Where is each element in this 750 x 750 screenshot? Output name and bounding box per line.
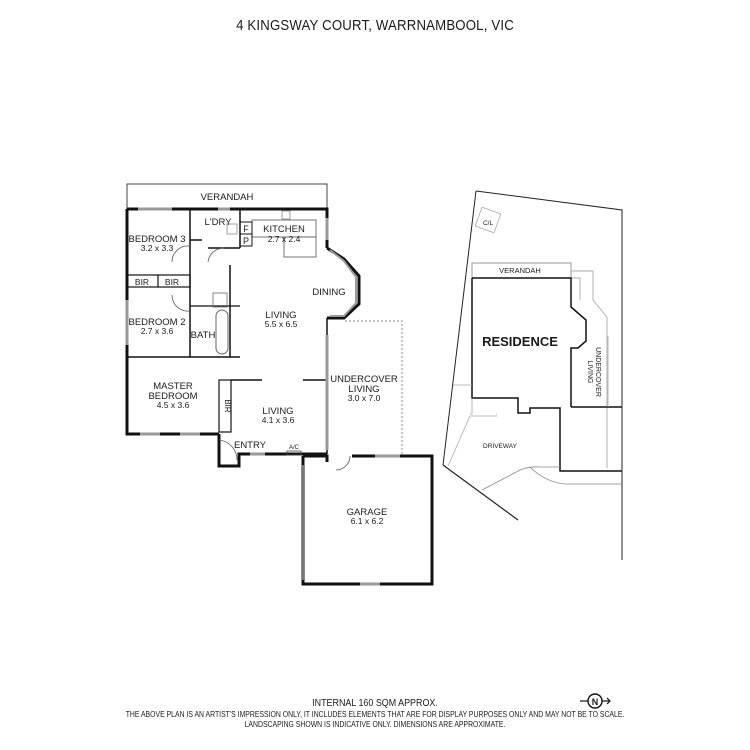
- room-size-undercover: 3.0 x 7.0: [348, 393, 381, 403]
- disclaimer: THE ABOVE PLAN IS AN ARTIST'S IMPRESSION…: [75, 709, 675, 729]
- room-label-living-2: LIVING: [262, 406, 293, 417]
- north-arrow-icon: N: [580, 693, 611, 709]
- room-label-master-2: BEDROOM: [148, 391, 197, 402]
- room-label-master: MASTER: [153, 381, 193, 392]
- site-plan: [442, 190, 623, 560]
- floor-plan: [125, 183, 434, 586]
- room-label-entry: ENTRY: [234, 440, 267, 451]
- room-label-bath: BATH: [191, 330, 216, 341]
- room-label-verandah: VERANDAH: [201, 192, 254, 203]
- room-label-undercover: UNDERCOVER: [330, 374, 398, 385]
- room-label-bedroom3: BEDROOM 3: [128, 234, 185, 245]
- label-clothesline: C/L: [483, 220, 494, 227]
- room-label-kitchen: KITCHEN: [263, 224, 305, 235]
- room-label-bedroom2: BEDROOM 2: [128, 317, 185, 328]
- site-label-verandah: VERANDAH: [499, 266, 541, 275]
- room-size-living-main: 5.5 x 6.5: [265, 319, 298, 329]
- room-label-dining: DINING: [312, 287, 345, 298]
- disclaimer-line-2: LANDSCAPING SHOWN IS INDICATIVE ONLY. DI…: [244, 719, 506, 729]
- room-label-garage: GARAGE: [347, 507, 388, 518]
- room-label-bir-3: BIR: [223, 399, 232, 413]
- room-size-bedroom3: 3.2 x 3.3: [141, 243, 174, 253]
- compass-label: N: [592, 697, 599, 707]
- room-size-master: 4.5 x 3.6: [157, 400, 190, 410]
- room-size-garage: 6.1 x 6.2: [351, 516, 384, 526]
- room-size-living-2: 4.1 x 3.6: [262, 415, 295, 425]
- room-label-pantry: P: [243, 236, 249, 246]
- room-label-bir-1: BIR: [135, 277, 149, 287]
- site-label-residence: RESIDENCE: [482, 334, 558, 349]
- room-label-fridge: F: [243, 224, 249, 234]
- label-ac: A/C: [289, 445, 300, 451]
- disclaimer-line-1: THE ABOVE PLAN IS AN ARTIST'S IMPRESSION…: [125, 709, 625, 719]
- room-size-kitchen: 2.7 x 2.4: [268, 234, 301, 244]
- site-label-driveway: DRIVEWAY: [483, 443, 518, 450]
- room-size-bedroom2: 2.7 x 3.6: [141, 326, 174, 336]
- room-label-laundry: L'DRY: [205, 217, 233, 228]
- site-label-undercover-2: LIVING: [586, 361, 593, 384]
- room-label-undercover-2: LIVING: [348, 384, 379, 395]
- page-title: 4 KINGSWAY COURT, WARRNAMBOOL, VIC: [236, 17, 514, 34]
- internal-area-note: INTERNAL 160 SQM APPROX.: [312, 697, 438, 709]
- room-label-bir-2: BIR: [165, 277, 179, 287]
- site-label-undercover: UNDERCOVER: [594, 347, 601, 397]
- room-label-living-main: LIVING: [265, 310, 296, 321]
